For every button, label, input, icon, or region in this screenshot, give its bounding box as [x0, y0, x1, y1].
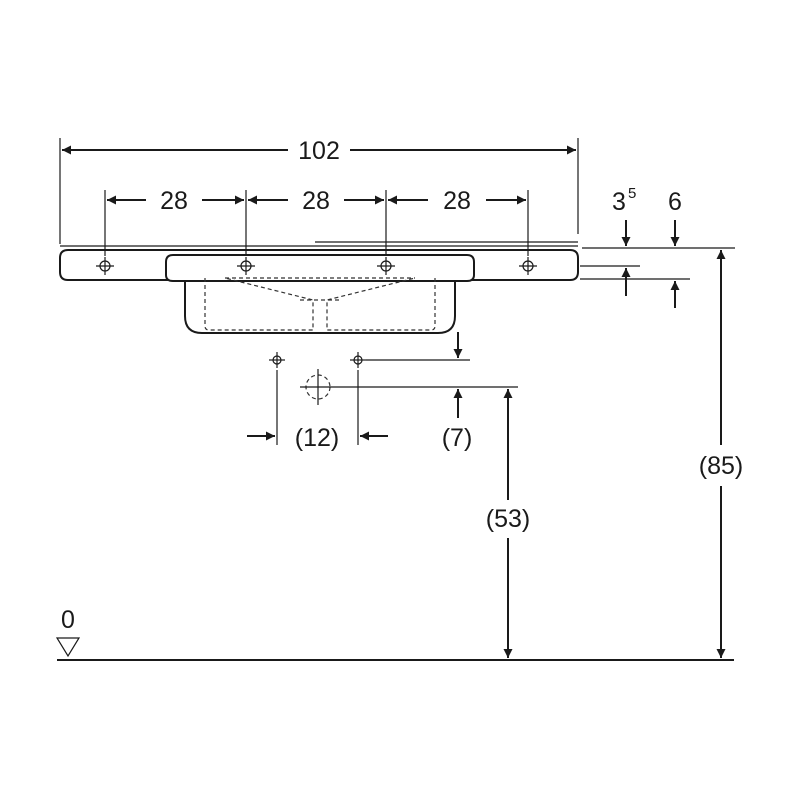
rim-dim-sup-label: 5: [628, 185, 636, 202]
hole-icon-4: [519, 257, 537, 275]
spacing-label-1: 28: [160, 187, 188, 215]
drain-spacing-label: (12): [295, 424, 339, 452]
spacing-label-2: 28: [302, 187, 330, 215]
dimension-drain-offset: (7): [442, 332, 473, 452]
spacing-label-3: 28: [443, 187, 471, 215]
floor-level-label: 0: [61, 606, 75, 634]
hole-icon-1: [96, 257, 114, 275]
dimension-drain-height: (53): [486, 389, 530, 658]
dimension-hole-spacing: 28 28 28: [104, 187, 529, 256]
fixing-icon-left: [269, 352, 285, 368]
hole-icon-2: [237, 257, 255, 275]
dimension-total-width: 102: [59, 137, 579, 244]
fixing-icon-right: [350, 352, 366, 368]
mounting-holes: [96, 257, 537, 275]
dimension-drain-spacing: (12): [247, 424, 388, 452]
drain-height-label: (53): [486, 505, 530, 533]
inner-bowl-dashed: [204, 277, 436, 331]
drain-fixings: [269, 352, 518, 445]
washbasin-outline: [59, 241, 579, 334]
rim-dim-label: 3: [612, 188, 626, 216]
level-triangle-icon: [55, 637, 81, 658]
dimension-total-height: (85): [699, 250, 743, 658]
thickness-label: 6: [668, 188, 682, 216]
total-height-label: (85): [699, 452, 743, 480]
floor-level: 0: [55, 606, 734, 661]
hole-icon-3: [377, 257, 395, 275]
total-width-label: 102: [298, 137, 340, 165]
dimension-rim: 3 5 6: [580, 185, 735, 308]
drain-offset-label: (7): [442, 424, 473, 452]
drain-outlet-icon: [300, 369, 336, 405]
